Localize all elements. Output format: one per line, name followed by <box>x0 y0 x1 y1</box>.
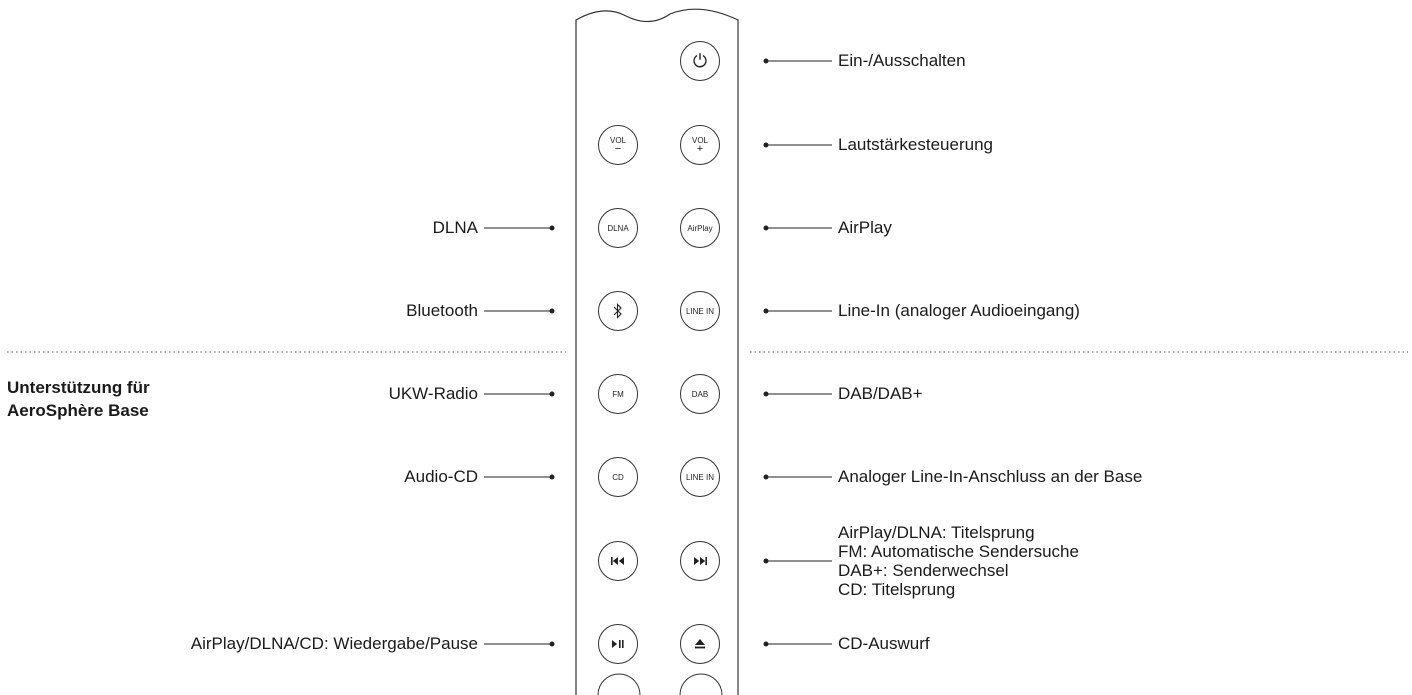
label-play-pause: AirPlay/DLNA/CD: Wiedergabe/Pause <box>190 634 478 653</box>
volume-up-label: VOL <box>691 136 708 145</box>
partial-button-right <box>679 673 723 695</box>
skip-forward-icon <box>694 557 707 565</box>
label-eject: CD-Auswurf <box>838 634 930 653</box>
label-skip: AirPlay/DLNA: Titelsprung FM: Automatisc… <box>838 523 1079 599</box>
section-title-line1: Unterstützung für <box>7 378 150 397</box>
dlna-button-label: DLNA <box>607 223 629 233</box>
volume-up-button[interactable]: VOL + <box>680 125 720 165</box>
plus-icon: + <box>696 143 704 155</box>
line-in-button-label: LINE IN <box>685 306 714 316</box>
label-skip-dab: DAB+: Senderwechsel <box>838 561 1009 580</box>
bluetooth-button[interactable] <box>598 291 638 331</box>
line-in-button[interactable]: LINE IN <box>680 291 720 331</box>
volume-down-label: VOL <box>609 136 626 145</box>
label-dab: DAB/DAB+ <box>838 384 923 403</box>
previous-track-button[interactable] <box>598 541 638 581</box>
label-volume: Lautstärkesteuerung <box>838 135 993 154</box>
partial-button-left <box>597 673 641 695</box>
line-in-base-button[interactable]: LINE IN <box>680 457 720 497</box>
cd-button[interactable]: CD <box>598 457 638 497</box>
label-skip-airplay-dlna: AirPlay/DLNA: Titelsprung <box>838 523 1035 542</box>
label-line-in: Line-In (analoger Audioeingang) <box>838 301 1080 320</box>
power-icon: ⏻ <box>692 50 708 71</box>
label-power: Ein-/Ausschalten <box>838 51 966 70</box>
section-title-line2: AeroSphère Base <box>7 401 149 420</box>
fm-button[interactable]: FM <box>598 374 638 414</box>
dab-button[interactable]: DAB <box>680 374 720 414</box>
label-airplay: AirPlay <box>838 218 892 237</box>
fm-button-label: FM <box>612 389 624 399</box>
remote-outline <box>575 8 739 695</box>
play-pause-button[interactable] <box>598 624 638 664</box>
label-cd: Audio-CD <box>404 467 478 486</box>
power-button[interactable]: ⏻ <box>680 41 720 81</box>
eject-icon <box>695 639 705 649</box>
airplay-button[interactable]: AirPlay <box>680 208 720 248</box>
bluetooth-icon <box>613 303 622 319</box>
next-track-button[interactable] <box>680 541 720 581</box>
right-connectors <box>763 58 832 647</box>
play-pause-icon <box>612 640 624 648</box>
line-in-base-button-label: LINE IN <box>685 472 714 482</box>
left-connectors <box>484 225 555 647</box>
airplay-button-label: AirPlay <box>687 223 713 233</box>
label-bluetooth: Bluetooth <box>406 301 478 320</box>
label-dlna: DLNA <box>432 218 478 237</box>
label-line-in-base: Analoger Line-In-Anschluss an der Base <box>838 467 1143 486</box>
eject-button[interactable] <box>680 624 720 664</box>
section-title: Unterstützung für AeroSphère Base <box>7 376 150 422</box>
minus-icon: − <box>614 143 622 155</box>
dlna-button[interactable]: DLNA <box>598 208 638 248</box>
cd-button-label: CD <box>612 472 624 482</box>
volume-down-button[interactable]: VOL − <box>598 125 638 165</box>
skip-back-icon <box>611 557 624 565</box>
label-skip-fm: FM: Automatische Sendersuche <box>838 542 1079 561</box>
label-fm: UKW-Radio <box>388 384 478 403</box>
dab-button-label: DAB <box>691 389 709 399</box>
label-skip-cd: CD: Titelsprung <box>838 580 956 599</box>
